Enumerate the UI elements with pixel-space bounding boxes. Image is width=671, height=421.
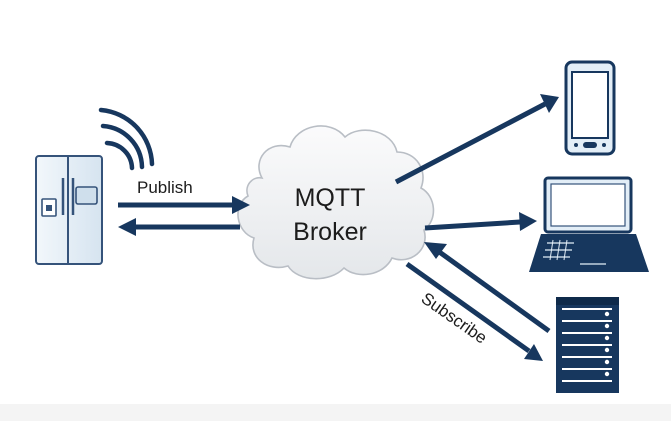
publish-label: Publish (137, 178, 193, 197)
footer-band (0, 404, 671, 421)
refrigerator-icon (35, 155, 103, 265)
laptop-icon (529, 176, 649, 272)
broker-title-line1: MQTT (295, 184, 366, 212)
server-icon (556, 297, 619, 393)
broker-cloud (237, 125, 435, 280)
broker-to-publisher-arrow (118, 218, 240, 236)
broker-to-server-arrow (405, 261, 543, 361)
broker-to-phone-arrow (394, 94, 559, 185)
wifi-signal-icon (98, 107, 155, 171)
publish-arrow (118, 196, 250, 214)
server-to-broker-arrow (424, 242, 551, 334)
broker-to-laptop-arrow (424, 212, 537, 231)
broker-title-line2: Broker (293, 218, 367, 246)
smartphone-icon (564, 60, 616, 156)
